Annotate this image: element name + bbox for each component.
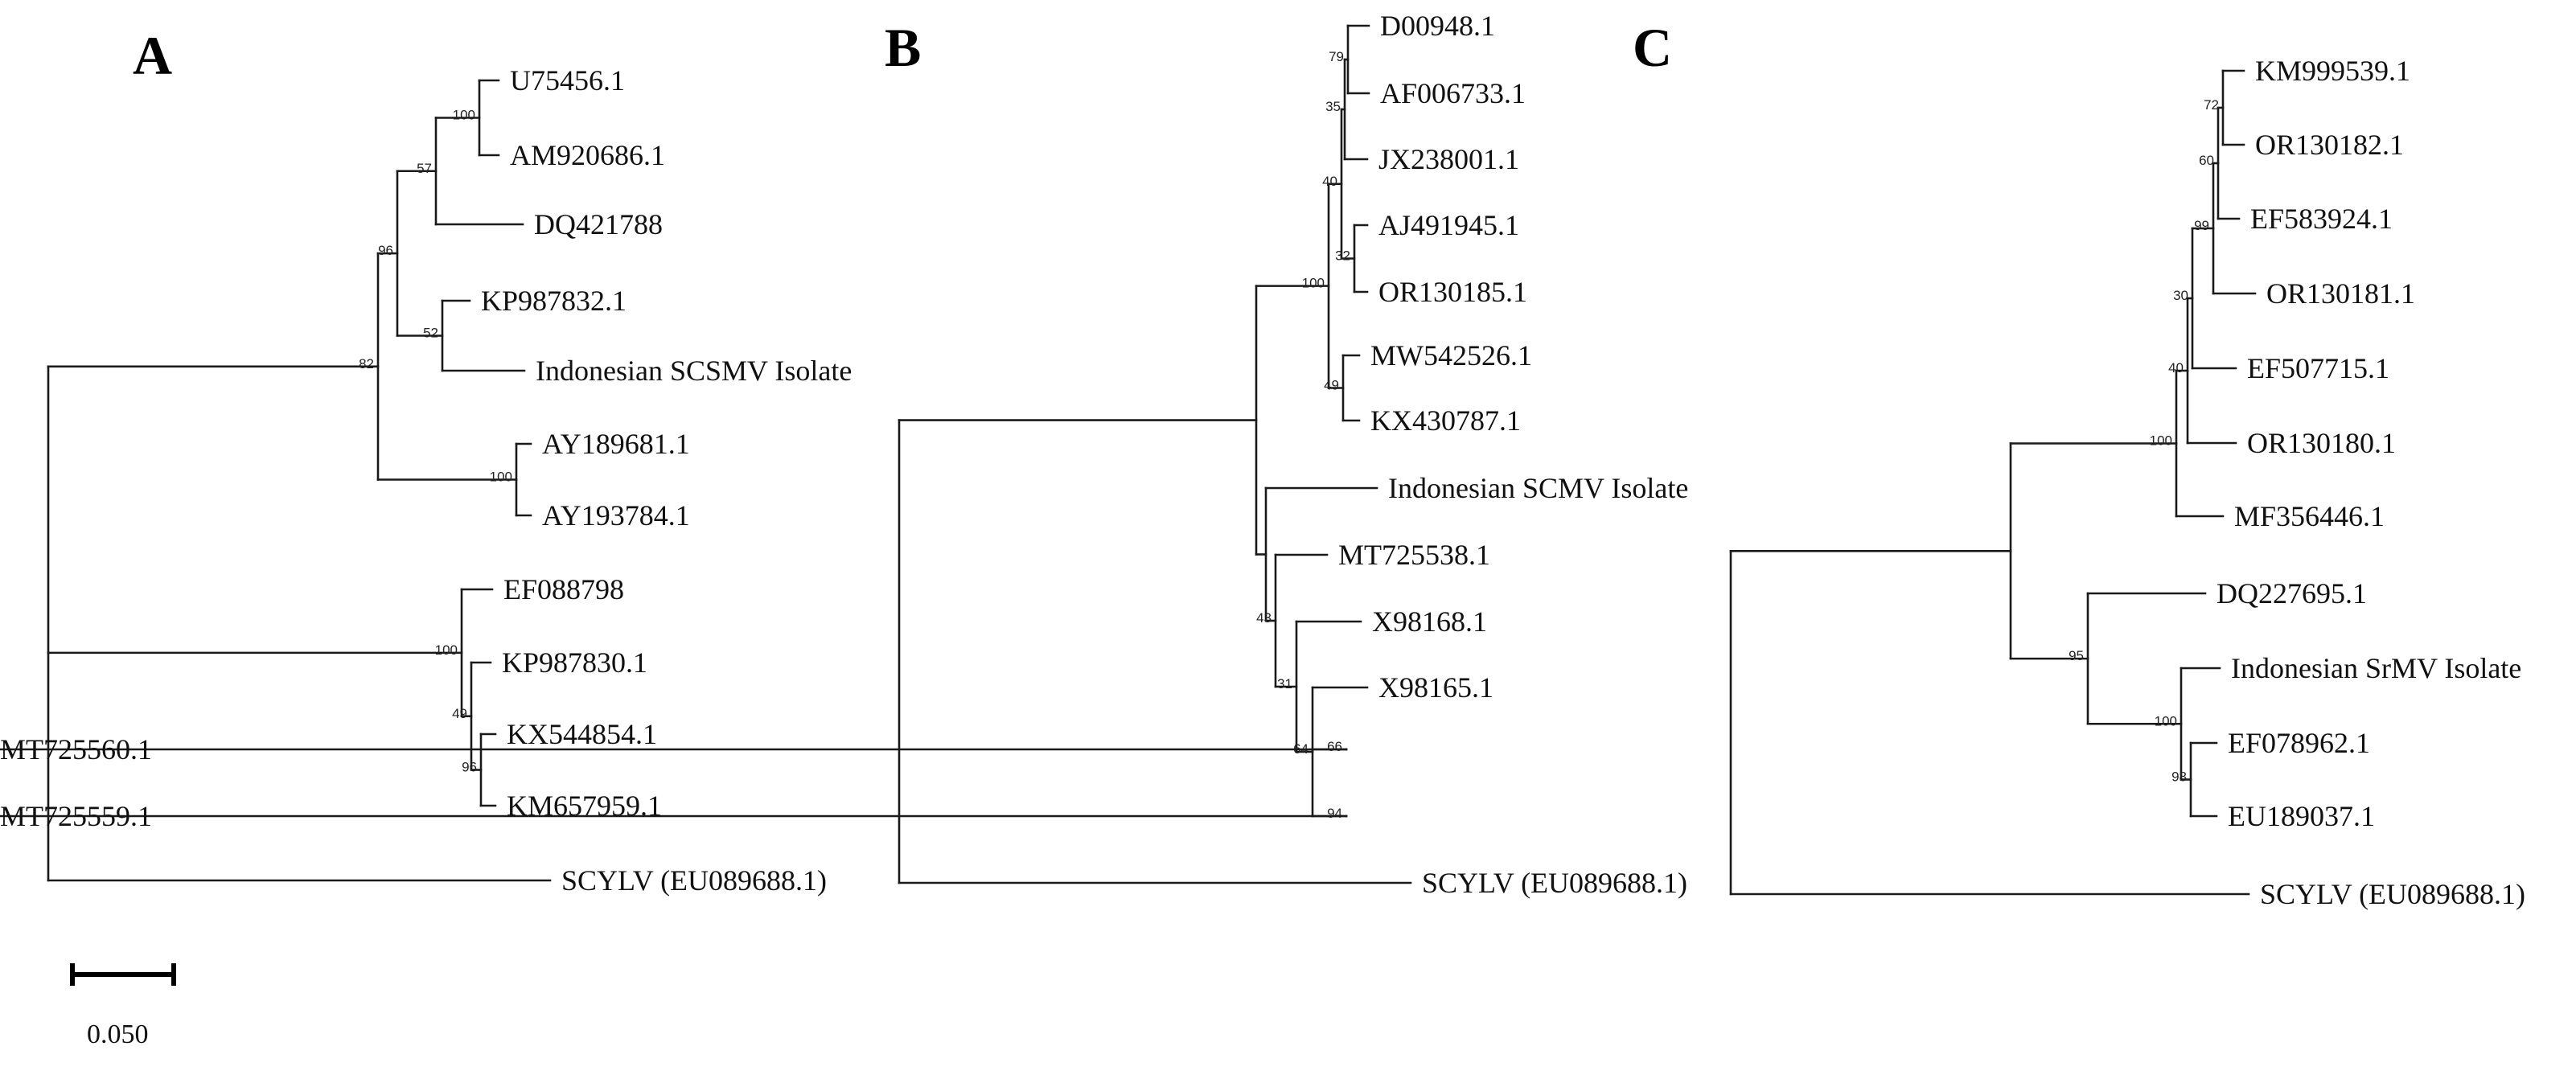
taxon-label: D00948.1: [1380, 10, 1495, 42]
panel-b-tree: 100403579D00948.1AF006733.1JX238001.132A…: [0, 10, 1688, 899]
taxon-label: SCYLV (EU089688.1): [561, 864, 827, 897]
taxon-label: MT725559.1: [0, 800, 152, 832]
bootstrap-value: 100: [490, 470, 512, 485]
bootstrap-value: 49: [452, 706, 467, 721]
taxon-label: AY193784.1: [542, 499, 690, 531]
taxon-label: KP987830.1: [502, 646, 647, 679]
taxon-label: MT725538.1: [1338, 539, 1490, 571]
taxon-label: DQ421788: [534, 208, 663, 240]
taxon-label: KX430787.1: [1370, 404, 1521, 437]
bootstrap-value: 32: [1335, 248, 1350, 264]
taxon-label: KP987832.1: [481, 285, 627, 317]
taxon-label: EF088798: [503, 573, 624, 605]
scale-bar: 0.050: [70, 963, 176, 1049]
taxon-label: OR130180.1: [2247, 427, 2396, 459]
taxon-label: AM920686.1: [510, 139, 665, 171]
bootstrap-value: 100: [435, 642, 458, 658]
taxon-label: OR130181.1: [2266, 277, 2415, 310]
bootstrap-value: 60: [2199, 153, 2214, 168]
taxon-label: EF507715.1: [2247, 352, 2389, 384]
bootstrap-value: 100: [2155, 713, 2177, 728]
taxon-label: KM999539.1: [2255, 55, 2410, 87]
taxon-label: Indonesian SCMV Isolate: [1388, 472, 1688, 504]
bootstrap-value: 66: [1327, 739, 1342, 754]
panel-a-tree: 829657100U75456.1AM920686.1DQ42178852KP9…: [47, 64, 852, 897]
taxon-label: OR130185.1: [1378, 276, 1527, 308]
bootstrap-value: 96: [462, 760, 477, 775]
bootstrap-value: 100: [1302, 276, 1325, 291]
taxon-label: MF356446.1: [2234, 500, 2385, 532]
scale-bar-label: 0.050: [87, 1020, 149, 1049]
taxon-label: X98168.1: [1372, 605, 1487, 638]
panel-b-letter: B: [885, 17, 921, 78]
taxon-label: EF583924.1: [2250, 203, 2393, 235]
bootstrap-value: 94: [1327, 806, 1342, 821]
bootstrap-value: 72: [2204, 97, 2219, 113]
taxon-label: OR130182.1: [2255, 129, 2404, 161]
taxon-label: SCYLV (EU089688.1): [2260, 878, 2525, 910]
taxon-label: AJ491945.1: [1378, 209, 1519, 241]
bootstrap-value: 35: [1325, 99, 1341, 114]
bootstrap-value: 96: [378, 243, 393, 258]
bootstrap-value: 57: [417, 161, 432, 176]
panel-c-letter: C: [1633, 17, 1672, 78]
taxon-label: Indonesian SrMV Isolate: [2231, 652, 2521, 684]
bootstrap-value: 99: [2194, 218, 2209, 233]
taxon-label: Indonesian SCSMV Isolate: [536, 355, 852, 387]
bootstrap-value: 40: [1322, 174, 1337, 189]
bootstrap-value: 43: [1256, 610, 1272, 626]
bootstrap-value: 52: [423, 326, 438, 341]
taxon-label: MW542526.1: [1370, 339, 1532, 371]
taxon-label: EF078962.1: [2228, 727, 2370, 759]
bootstrap-value: 98: [2171, 769, 2187, 785]
taxon-label: KX544854.1: [507, 718, 657, 750]
bootstrap-value: 82: [359, 356, 374, 371]
bootstrap-value: 79: [1329, 49, 1344, 64]
panel-a-letter: A: [133, 25, 172, 86]
taxon-label: MT725560.1: [0, 733, 152, 765]
taxon-label: AF006733.1: [1380, 77, 1526, 109]
taxon-label: DQ227695.1: [2217, 577, 2367, 609]
bootstrap-value: 30: [2173, 288, 2188, 303]
taxon-label: EU189037.1: [2228, 800, 2375, 832]
bootstrap-value: 100: [2150, 433, 2172, 449]
taxon-label: X98165.1: [1378, 671, 1493, 704]
taxon-label: SCYLV (EU089688.1): [1422, 867, 1687, 899]
taxon-label: U75456.1: [510, 64, 625, 96]
bootstrap-value: 95: [2069, 648, 2084, 663]
bootstrap-value: 40: [2168, 360, 2184, 375]
panel-c-tree: 100 40 30 99 60 72 KM999539.1OR130182.1EF58392…: [1729, 55, 2525, 910]
taxon-label: JX238001.1: [1378, 143, 1519, 175]
bootstrap-value: 100: [453, 108, 475, 123]
bootstrap-value: 49: [1324, 378, 1339, 393]
bootstrap-value: 31: [1277, 676, 1292, 691]
taxon-label: AY189681.1: [542, 428, 690, 460]
